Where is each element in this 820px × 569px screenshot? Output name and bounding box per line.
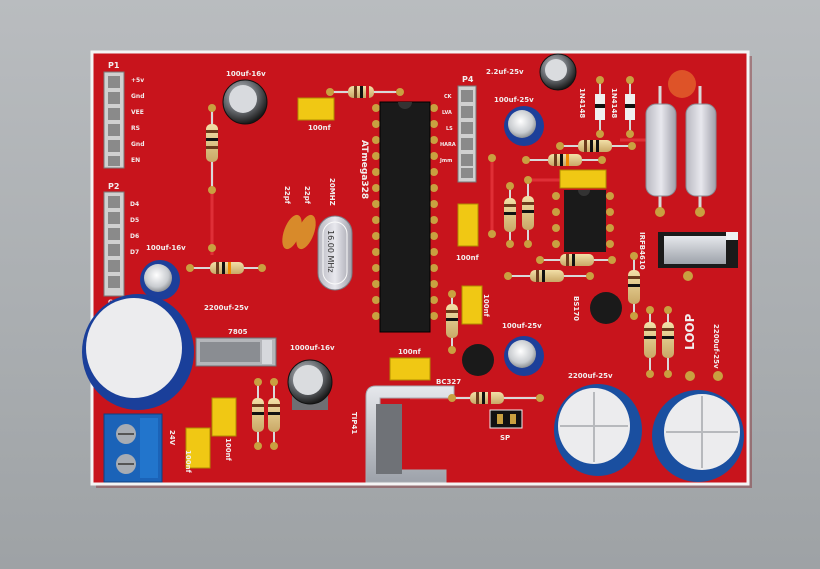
svg-text:22pf: 22pf <box>303 186 311 205</box>
power-resistor-b <box>685 86 717 217</box>
resistor-top-mcu <box>326 86 404 98</box>
header-p1: P1 +5v Gnd VEE RS Gnd EN <box>103 61 145 169</box>
header-p1-pin-2: Gnd <box>131 93 145 100</box>
diode-1n4148-a: 1N4148 <box>578 76 605 138</box>
resistors-top-right <box>522 140 636 166</box>
header-p2-pin-1: D4 <box>130 201 139 208</box>
crystal-label: 16.00 MHz <box>326 230 335 273</box>
transistor-bs170: BS170 <box>572 292 622 324</box>
resistor-bottom-middle <box>448 392 544 404</box>
svg-text:2200uf-25v: 2200uf-25v <box>204 304 249 312</box>
header-p4-pin-1: CK <box>444 94 453 100</box>
header-p2-pin-3: D6 <box>130 233 139 240</box>
header-p2: P2 D4 D5 D6 D7 Gnd <box>103 182 139 306</box>
jumper-sp: SP <box>489 409 523 442</box>
cap-100nf-vertical-b: 100nf <box>184 427 211 474</box>
cap-100nf-bottom: 100nf <box>389 348 431 381</box>
header-p4: P4 CK LVA LS HARA Jmm <box>439 75 477 183</box>
header-p1-pin-6: EN <box>131 157 140 164</box>
resistors-center-right <box>488 154 616 282</box>
cap-100uf-16v-top: 100uf-16v <box>222 70 268 125</box>
svg-text:100uf-25v: 100uf-25v <box>494 96 534 104</box>
mcu-atmega328: ATmega328 <box>359 101 438 333</box>
svg-text:BS170: BS170 <box>572 296 580 321</box>
regulator-7805: 7805 <box>195 328 277 367</box>
svg-text:100nf: 100nf <box>398 348 422 356</box>
cap-100nf-vertical-c: 100nf <box>461 285 490 325</box>
svg-text:100uf-16v: 100uf-16v <box>226 70 266 78</box>
header-p1-pin-3: VEE <box>131 109 144 116</box>
mosfet-irfb: IRFB4610 <box>638 232 738 270</box>
cap-2u2-25v: 2.2uf-25v <box>486 53 577 91</box>
cap-100uf-25v-mid: 100uf-25v <box>502 322 544 376</box>
resistor-left-horizontal <box>186 244 266 274</box>
power-resistor-a <box>645 70 696 217</box>
terminal-block <box>103 413 163 483</box>
cap-100uf-25v-top: 100uf-25v <box>494 96 544 146</box>
cap-100nf-mid: 100nf <box>456 203 480 262</box>
svg-text:1000uf-16v: 1000uf-16v <box>290 344 335 352</box>
svg-text:2200uf-25v: 2200uf-25v <box>568 372 613 380</box>
header-p1-title: P1 <box>108 61 120 70</box>
svg-text:IRFB4610: IRFB4610 <box>638 232 646 270</box>
svg-text:BC327: BC327 <box>436 378 461 386</box>
svg-text:100nf: 100nf <box>224 438 232 462</box>
cap-2200uf-25v-a: 2200uf-25v <box>554 372 642 476</box>
svg-text:2200uf-25v: 2200uf-25v <box>712 324 720 369</box>
diode-1n4148-b: 1N4148 <box>610 76 635 138</box>
header-p1-pin-1: +5v <box>131 77 144 84</box>
header-p2-pin-2: D5 <box>130 217 139 224</box>
svg-text:TIP41: TIP41 <box>350 412 358 434</box>
cap-22pf-a: 22pf <box>282 186 302 250</box>
header-p4-pin-2: LVA <box>442 110 452 116</box>
svg-text:22pf: 22pf <box>283 186 291 205</box>
resistor-near-mcu-right <box>446 290 458 354</box>
transistor-bc327: BC327 <box>436 344 494 386</box>
svg-text:7805: 7805 <box>228 328 248 336</box>
svg-text:2.2uf-25v: 2.2uf-25v <box>486 68 524 76</box>
svg-text:100nf: 100nf <box>308 124 332 132</box>
resistor-cluster-bottom-left <box>252 378 280 450</box>
ic-8pin <box>552 169 614 252</box>
input-voltage-label: 24V <box>168 430 176 446</box>
cap-100uf-16v-left: 100uf-16v <box>140 244 186 300</box>
svg-text:100nf: 100nf <box>456 254 480 262</box>
header-p2-pin-4: D7 <box>130 249 139 256</box>
resistor-left-vertical <box>206 104 218 194</box>
svg-text:100uf-16v: 100uf-16v <box>146 244 186 252</box>
cap-2200uf-25v-big: 2200uf-25v <box>82 294 249 410</box>
cap-100nf-vertical-a: 100nf <box>211 397 237 462</box>
resistors-right-cluster <box>628 252 723 381</box>
cap-22pf-b: 22pf <box>296 186 316 250</box>
svg-text:100nf: 100nf <box>184 450 192 474</box>
header-p1-pin-5: Gnd <box>131 141 145 148</box>
crystal-16mhz: 16.00 MHz <box>317 215 353 291</box>
cap-100nf-mcu: 100nf <box>297 97 335 132</box>
osc-freq-label: 20MHZ <box>328 178 336 206</box>
header-p4-title: P4 <box>462 75 474 84</box>
header-p4-pin-5: Jmm <box>439 158 452 164</box>
cap-1000uf-16v: 1000uf-16v <box>287 344 335 410</box>
header-p4-pin-3: LS <box>446 126 453 132</box>
svg-text:SP: SP <box>500 434 510 442</box>
cap-2200uf-25v-b: 2200uf-25v <box>652 324 744 482</box>
loop-label: LOOP <box>683 313 697 350</box>
mcu-label: ATmega328 <box>359 140 369 199</box>
header-p1-pin-4: RS <box>131 125 140 132</box>
header-p2-title: P2 <box>108 182 119 191</box>
svg-text:1N4148: 1N4148 <box>578 88 586 118</box>
header-p4-pin-4: HARA <box>440 142 456 148</box>
svg-text:100nf: 100nf <box>482 294 490 318</box>
svg-text:100uf-25v: 100uf-25v <box>502 322 542 330</box>
svg-text:1N4148: 1N4148 <box>610 88 618 118</box>
heatsink-tip41: TIP41 <box>350 385 455 483</box>
